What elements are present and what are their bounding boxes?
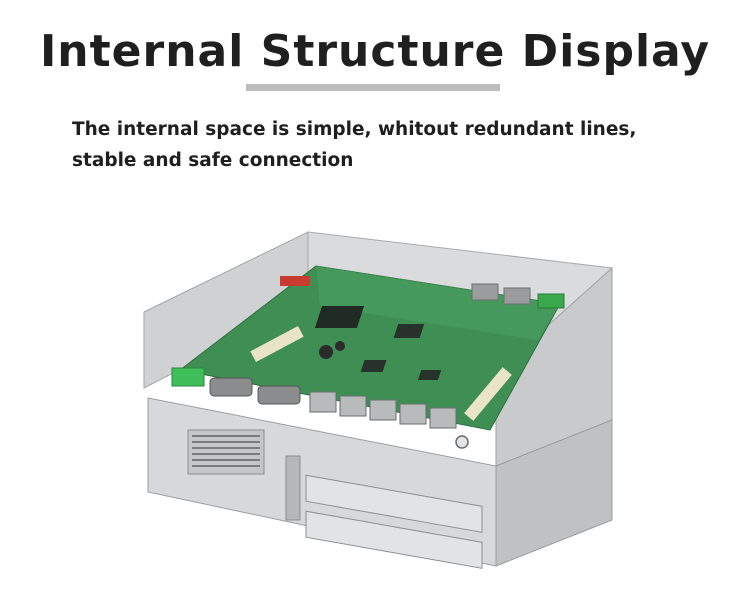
title-underline — [246, 84, 500, 91]
capacitor — [319, 345, 333, 359]
page-title: Internal Structure Display — [39, 26, 711, 77]
description-line-2: stable and safe connection — [72, 150, 354, 171]
pcie-slot — [250, 326, 304, 362]
chip — [418, 370, 442, 380]
description: The internal space is simple, whitout re… — [72, 114, 712, 176]
vent-grille — [187, 429, 265, 475]
serial-port — [209, 377, 253, 397]
motherboard-shade — [316, 266, 560, 340]
pcie-slot — [464, 367, 512, 421]
capacitor — [335, 341, 345, 351]
expansion-cover — [305, 474, 483, 533]
chip — [360, 360, 387, 372]
expansion-cover — [305, 510, 483, 569]
terminal-block — [171, 367, 205, 387]
connector-green — [537, 293, 565, 309]
usb-port — [471, 283, 499, 301]
product-image — [143, 231, 613, 569]
chip — [314, 306, 365, 328]
serial-port — [257, 385, 301, 405]
bracket — [285, 455, 301, 521]
connector-red — [280, 276, 310, 286]
description-line-1: The internal space is simple, whitout re… — [72, 119, 637, 140]
usb-port — [503, 287, 531, 305]
ethernet-ports — [309, 391, 457, 429]
power-button — [455, 435, 469, 449]
chip — [393, 324, 425, 338]
